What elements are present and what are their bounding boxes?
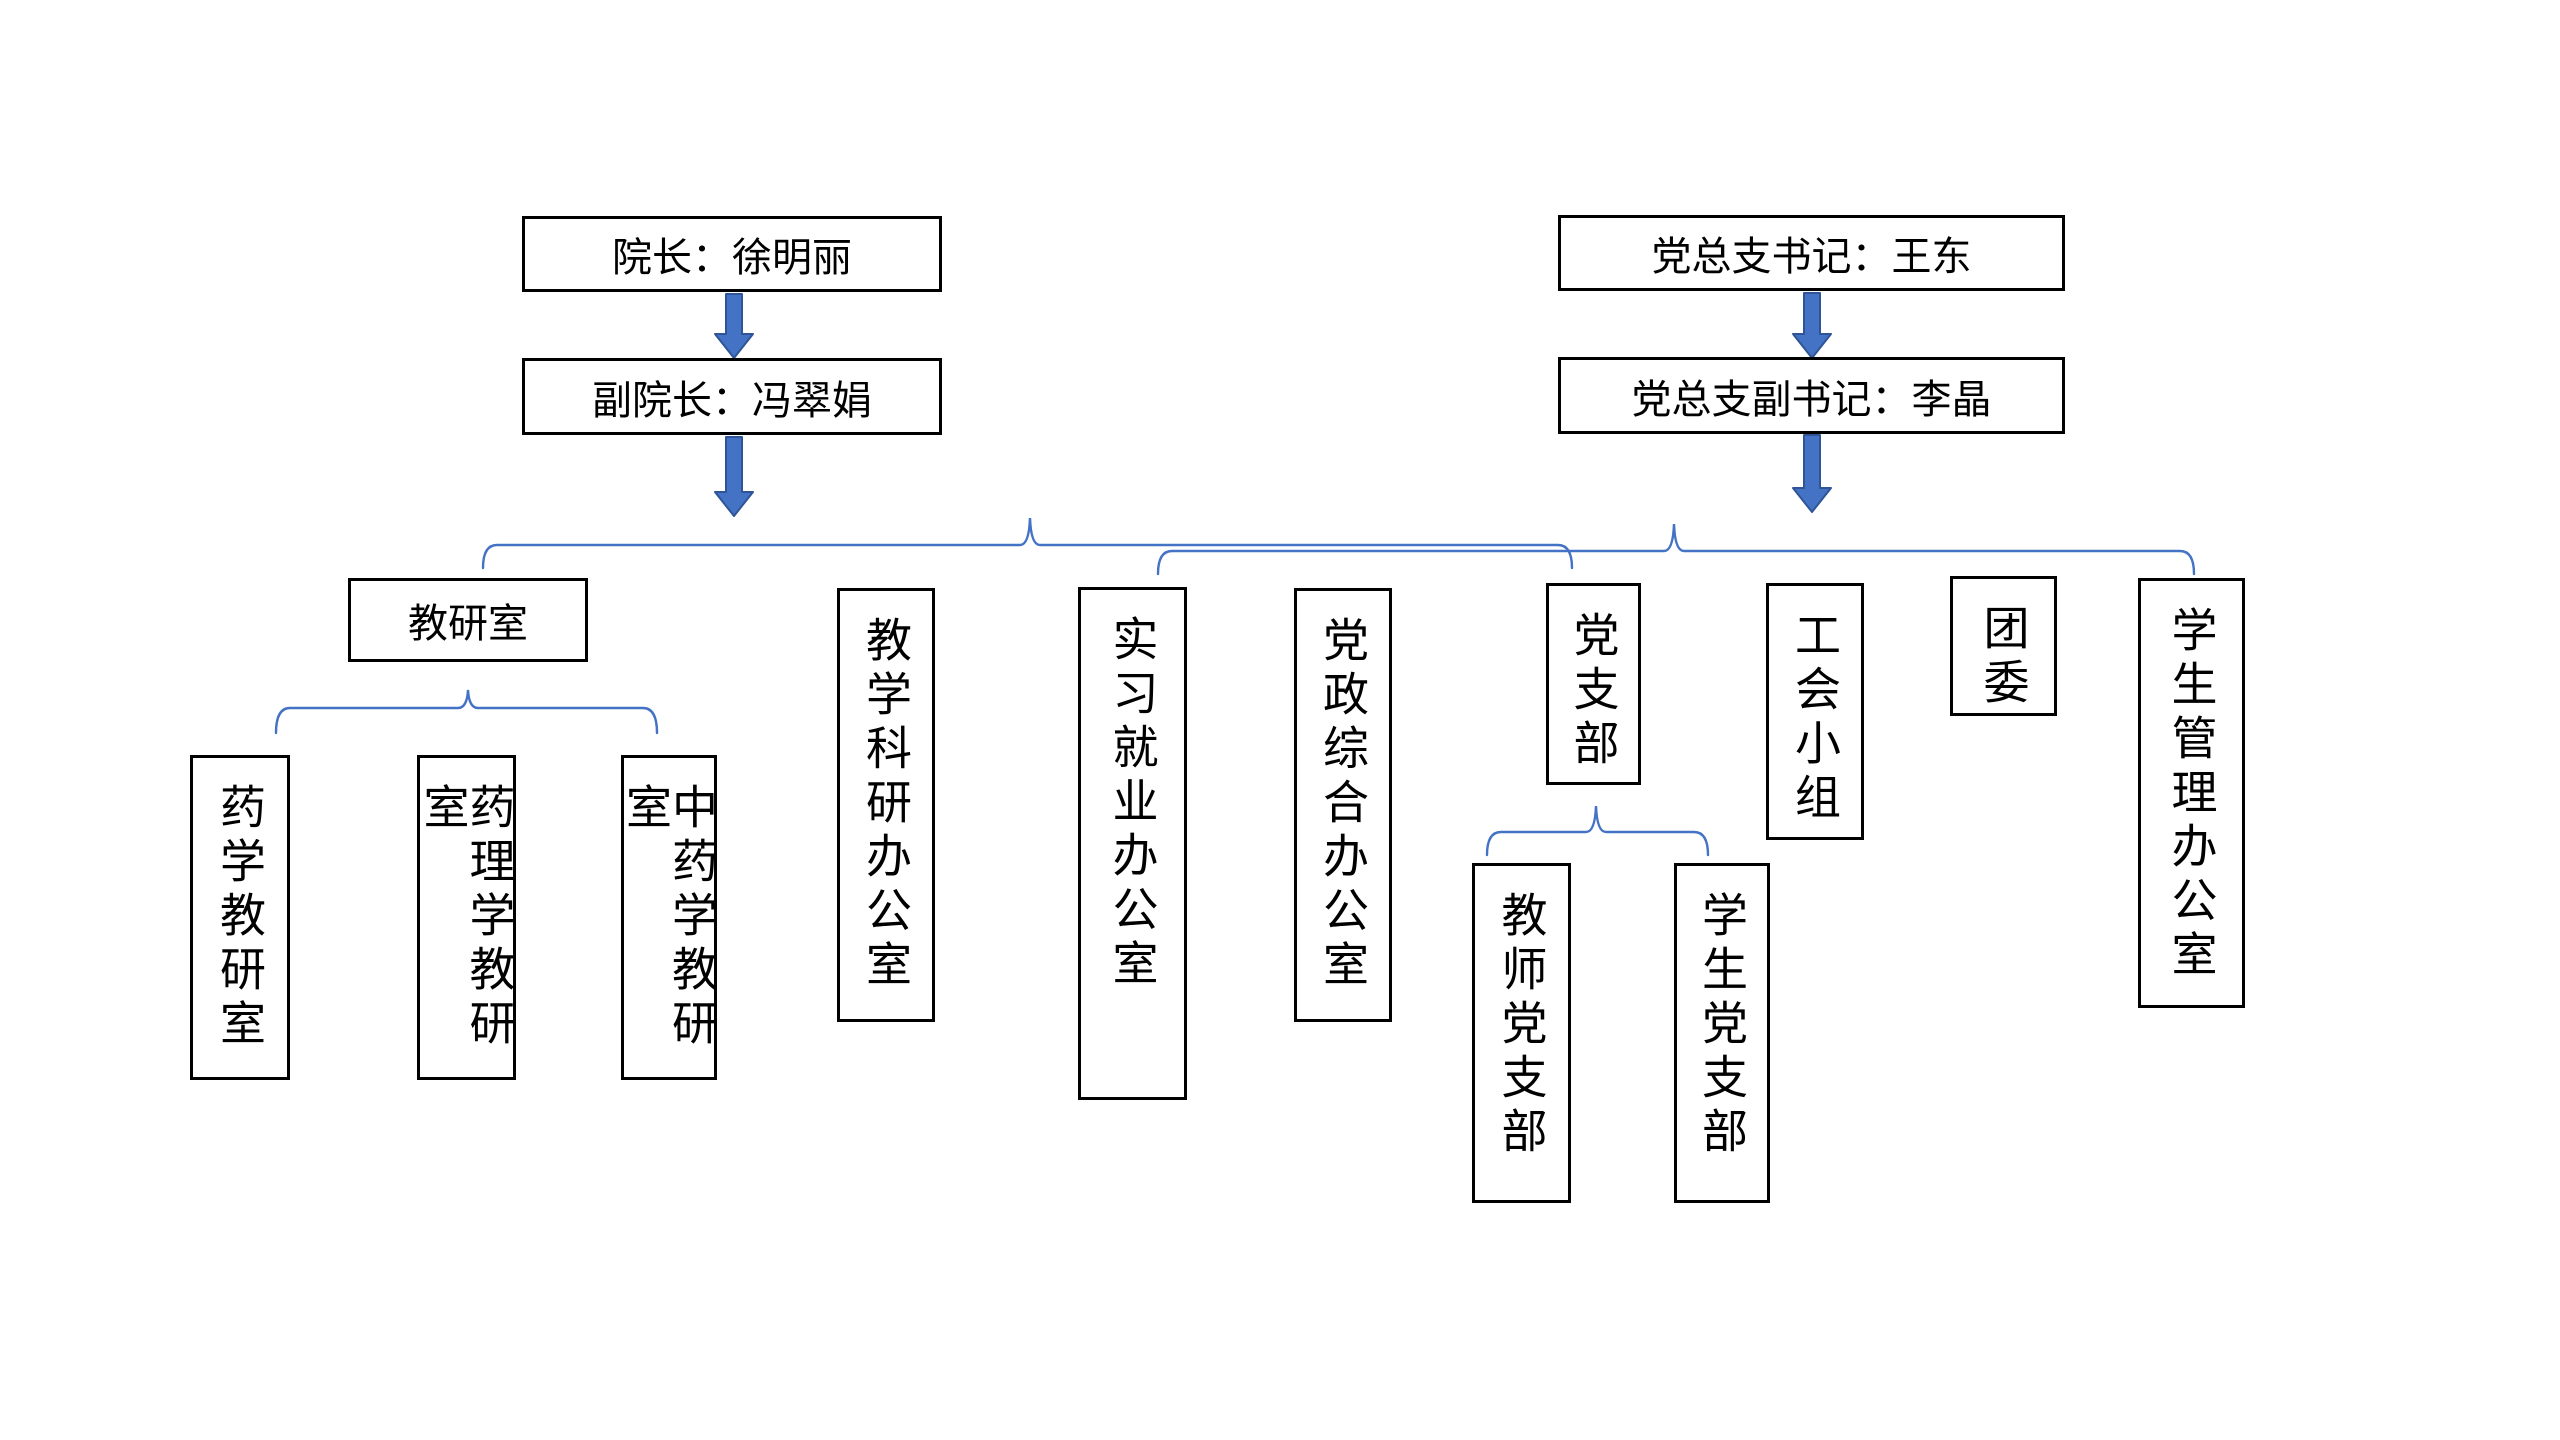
arrow-down-icon-vice-dean-to-departments — [714, 436, 754, 517]
node-teaching-science-research-office: 教学科研办公室 — [837, 588, 935, 1022]
node-label: 教师党支部 — [1495, 891, 1548, 1161]
node-party-branch: 党支部 — [1546, 583, 1641, 785]
node-label: 药理学教研室 — [417, 783, 516, 1053]
node-pharmacology-teaching-research-office: 药理学教研室 — [417, 755, 516, 1080]
arrow-down-icon-secretary-to-deputy — [1792, 292, 1832, 359]
node-party-secretary: 党总支书记：王东 — [1558, 215, 2065, 291]
node-internship-employment-office: 实习就业办公室 — [1078, 587, 1187, 1100]
node-label: 药学教研室 — [214, 783, 266, 1053]
node-student-management-office: 学生管理办公室 — [2138, 578, 2245, 1008]
node-union-group: 工会小组 — [1766, 583, 1864, 840]
node-label: 中药学教研室 — [620, 783, 718, 1053]
node-label: 实习就业办公室 — [1106, 615, 1159, 993]
node-youth-league-committee: 团委 — [1950, 576, 2057, 716]
node-label: 院长：徐明丽 — [612, 236, 852, 280]
node-tcm-teaching-research-office: 中药学教研室 — [620, 755, 718, 1080]
brace-party-branch-children — [1485, 805, 1710, 857]
brace-admin-departments — [481, 517, 1574, 570]
node-label: 党支部 — [1567, 611, 1620, 773]
node-label: 副院长：冯翠娟 — [592, 378, 872, 423]
node-vice-dean: 副院长：冯翠娟 — [522, 358, 942, 435]
node-label: 教学科研办公室 — [860, 616, 912, 994]
node-party-admin-general-office: 党政综合办公室 — [1294, 588, 1392, 1022]
node-student-party-branch: 学生党支部 — [1674, 863, 1770, 1203]
node-label: 党政综合办公室 — [1317, 616, 1369, 994]
arrow-down-icon-dean-to-vice-dean — [714, 293, 754, 359]
node-label: 学生管理办公室 — [2165, 606, 2218, 984]
node-teaching-research-office: 教研室 — [348, 578, 588, 662]
node-label: 教研室 — [408, 602, 528, 646]
node-teacher-party-branch: 教师党支部 — [1472, 863, 1571, 1203]
node-label: 党总支书记：王东 — [1651, 235, 1972, 279]
brace-party-departments — [1156, 523, 2196, 576]
arrow-down-icon-deputy-to-departments — [1792, 434, 1832, 513]
node-label: 党总支副书记：李晶 — [1631, 377, 1992, 422]
brace-teaching-research-children — [274, 689, 659, 735]
node-label: 工会小组 — [1789, 611, 1841, 827]
node-dean: 院长：徐明丽 — [522, 216, 942, 292]
node-label: 学生党支部 — [1696, 891, 1748, 1161]
node-pharmacy-teaching-research-office: 药学教研室 — [190, 755, 290, 1080]
node-deputy-party-secretary: 党总支副书记：李晶 — [1558, 357, 2065, 434]
node-label: 团委 — [1977, 604, 2030, 712]
